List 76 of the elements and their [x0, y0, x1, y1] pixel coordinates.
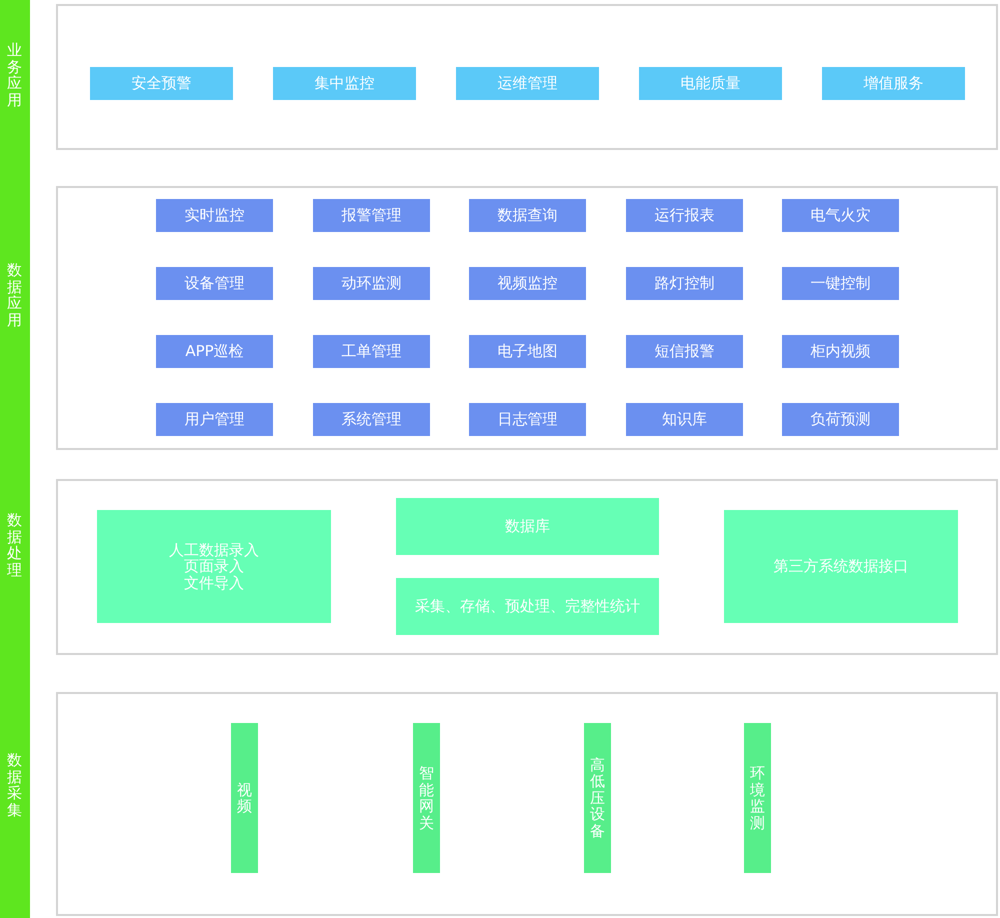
module-label: 用户管理	[184, 411, 244, 428]
layer-label: 数据处理	[7, 512, 22, 578]
layer-label: 数据采集	[7, 752, 22, 818]
module-label: 电气火灾	[810, 207, 870, 224]
module-box	[90, 67, 233, 100]
module-box	[626, 267, 743, 300]
module-label: 第三方系统数据接口	[774, 558, 908, 575]
module-label: 视频	[237, 782, 252, 814]
module-label: 高低压设备	[590, 756, 605, 840]
module-box	[626, 403, 743, 436]
module-label: 集中监控	[314, 75, 374, 92]
module-box	[456, 67, 599, 100]
module-box	[469, 267, 586, 300]
module-box	[97, 510, 331, 623]
module-box	[413, 723, 440, 873]
module-label: 动环监测	[342, 275, 402, 292]
module-box	[313, 199, 430, 232]
module-box	[469, 199, 586, 232]
module-label: 增值服务	[864, 75, 924, 92]
module-box	[782, 403, 899, 436]
module-label: 设备管理	[184, 275, 244, 292]
module-box	[469, 335, 586, 368]
module-label: 运行报表	[654, 207, 714, 224]
module-box	[724, 510, 958, 623]
module-label: 页面录入	[184, 558, 244, 575]
module-label: APP巡检	[185, 343, 244, 360]
module-box	[156, 403, 273, 436]
module-label: 报警管理	[342, 207, 402, 224]
layer-panel	[56, 692, 998, 916]
module-label: 工单管理	[342, 343, 402, 360]
module-label: 视频监控	[498, 275, 558, 292]
module-box	[396, 578, 659, 635]
module-label: 采集、存储、预处理、完整性统计	[415, 598, 640, 615]
layer-label: 数据应用	[7, 262, 22, 328]
module-box	[273, 67, 416, 100]
module-label: 系统管理	[342, 411, 402, 428]
module-label: 知识库	[662, 411, 707, 428]
module-box	[626, 335, 743, 368]
module-box	[782, 199, 899, 232]
module-box	[313, 267, 430, 300]
module-label: 数据查询	[498, 207, 558, 224]
module-box	[313, 403, 430, 436]
module-box	[782, 335, 899, 368]
module-box	[396, 498, 659, 555]
module-label: 负荷预测	[810, 411, 870, 428]
layer-panel	[56, 186, 998, 450]
module-label: 短信报警	[654, 343, 714, 360]
module-box	[782, 267, 899, 300]
module-box	[156, 335, 273, 368]
module-box	[231, 723, 258, 873]
module-label: 环境监测	[750, 765, 765, 831]
module-box	[744, 723, 771, 873]
layer-label: 业务应用	[7, 42, 22, 108]
module-label: 日志管理	[498, 411, 558, 428]
module-box	[822, 67, 965, 100]
module-box	[313, 335, 430, 368]
module-label: 电能质量	[680, 75, 740, 92]
module-box	[156, 267, 273, 300]
module-label: 智能网关	[419, 765, 434, 831]
module-label: 路灯控制	[654, 275, 714, 292]
module-label: 文件导入	[184, 574, 244, 592]
module-label: 运维管理	[498, 75, 558, 92]
module-box	[639, 67, 782, 100]
module-box	[584, 723, 611, 873]
module-label: 数据库	[505, 518, 550, 535]
module-label: 安全预警	[132, 75, 192, 92]
module-box	[469, 403, 586, 436]
module-label: 实时监控	[184, 207, 244, 224]
module-label: 电子地图	[498, 343, 558, 360]
module-label: 人工数据录入	[169, 542, 259, 558]
module-box	[156, 199, 273, 232]
layer-panel	[56, 4, 998, 150]
layer-panel	[56, 479, 998, 655]
module-label: 柜内视频	[810, 343, 870, 360]
module-box	[626, 199, 743, 232]
module-label: 一键控制	[810, 275, 870, 292]
